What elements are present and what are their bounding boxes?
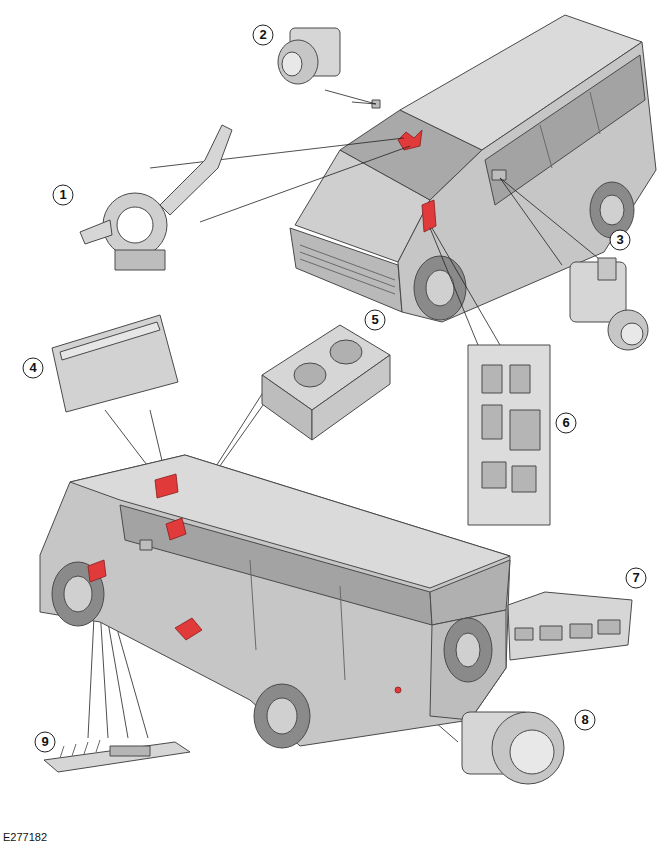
front-face <box>290 228 402 312</box>
camera-connector <box>598 258 616 280</box>
door-mirror <box>140 540 152 550</box>
grille-line <box>300 252 395 287</box>
tailgate <box>430 610 506 720</box>
door-line <box>540 125 552 168</box>
module-highlight <box>175 618 202 640</box>
wheel-hub <box>456 633 480 667</box>
module-connector <box>512 466 536 492</box>
module-connector <box>482 405 502 439</box>
forward-camera <box>278 28 340 84</box>
amplifier <box>44 740 190 772</box>
amplifier-housing <box>44 742 190 772</box>
callout-number: 2 <box>248 27 278 43</box>
wiper-stalk <box>160 125 232 215</box>
leader-line <box>430 228 478 345</box>
module-housing <box>468 345 550 525</box>
body-side <box>40 455 510 746</box>
wheel-hub <box>600 195 624 225</box>
module-housing <box>508 592 632 660</box>
touchscreen-display <box>52 315 178 412</box>
camera-lens <box>510 730 554 774</box>
spare-wheel <box>444 618 492 682</box>
door-line <box>340 586 345 680</box>
steering-column-switch <box>80 125 232 270</box>
climate-control-panel <box>262 325 390 440</box>
module-connector <box>482 365 502 393</box>
grille-line <box>300 245 395 280</box>
callout-number: 1 <box>48 187 78 203</box>
module-connector <box>510 365 530 393</box>
amplifier-connector <box>110 746 150 756</box>
lower-vehicle <box>40 455 510 748</box>
leader-line <box>150 138 404 168</box>
display-highlight <box>155 474 178 498</box>
amplifier-highlight <box>88 560 106 582</box>
leader-line <box>325 90 376 104</box>
leader-line <box>200 146 410 222</box>
camera-lens-housing <box>278 40 318 84</box>
display-body <box>52 315 178 412</box>
clockspring <box>103 193 167 257</box>
leader-line <box>500 178 598 258</box>
side-windows <box>485 55 645 205</box>
rear-wheel <box>254 684 310 748</box>
component-views <box>44 28 648 784</box>
door-line <box>250 560 256 650</box>
callout-number: 9 <box>30 734 60 750</box>
camera-lens <box>621 323 643 345</box>
callout-number: 6 <box>551 415 581 431</box>
callout-number: 5 <box>360 312 390 328</box>
callout-number: 4 <box>18 360 48 376</box>
switch-connector <box>115 250 165 270</box>
panel-side <box>312 355 390 440</box>
camera-highlight <box>395 687 401 693</box>
module-connector <box>540 626 562 640</box>
control-module <box>508 592 632 660</box>
leader-line <box>432 228 500 345</box>
module-connector <box>482 462 506 488</box>
callout-circles <box>23 25 646 752</box>
rear-wheel <box>590 182 634 238</box>
figure-reference: E277182 <box>3 830 47 844</box>
climate-highlight <box>166 518 186 540</box>
wheel-hub <box>64 576 92 612</box>
grille-line <box>300 259 395 294</box>
door-mirror <box>492 170 506 180</box>
upper-vehicle <box>290 15 656 322</box>
module-highlight <box>422 200 436 232</box>
callout-number: 7 <box>621 570 651 586</box>
camera-lens-housing <box>608 310 648 350</box>
module-connector <box>598 620 620 634</box>
body-control-module <box>468 345 550 525</box>
module-connector <box>510 410 540 450</box>
heat-sink-fins <box>60 740 100 758</box>
camera-lens-housing <box>492 712 564 784</box>
display-edge <box>60 322 160 360</box>
highlighted-parts <box>88 474 401 693</box>
highlighted-parts <box>398 130 436 232</box>
body-side <box>398 42 656 322</box>
front-wheel <box>414 256 466 320</box>
grille <box>300 245 395 294</box>
steering-switch-highlight <box>398 130 422 150</box>
mirror-camera <box>570 258 648 350</box>
clockspring-bore <box>117 207 153 243</box>
leader-line <box>352 102 376 104</box>
callout-number: 8 <box>570 712 600 728</box>
wheel-hub <box>267 698 297 734</box>
module-connector <box>515 628 533 640</box>
control-knob <box>330 340 362 364</box>
camera-lens <box>282 52 302 76</box>
module-connector <box>570 624 592 638</box>
rear-camera <box>462 712 564 784</box>
callout-number: 3 <box>605 232 635 248</box>
side-windows <box>120 505 432 625</box>
control-knob <box>294 363 326 387</box>
door-line <box>590 92 600 134</box>
indicator-stalk <box>80 220 112 244</box>
